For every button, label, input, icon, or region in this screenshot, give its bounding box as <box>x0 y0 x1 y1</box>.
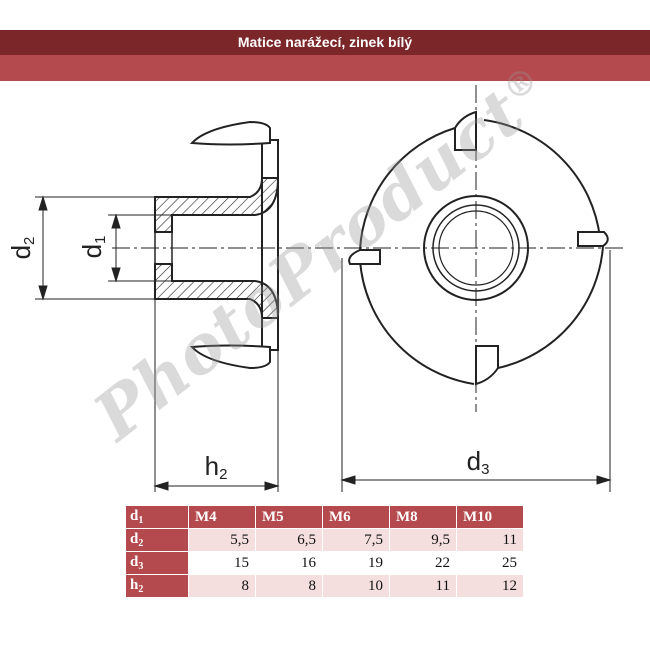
label-d2: d2 <box>6 237 38 260</box>
prong-top <box>189 120 271 146</box>
table-row: h2 8 8 10 11 12 <box>125 574 524 598</box>
table-cell: 25 <box>456 551 524 575</box>
table-cell: 8 <box>188 574 256 598</box>
table-row-label: d3 <box>125 551 189 575</box>
prong-tab-left <box>348 249 381 265</box>
table-cell: 19 <box>322 551 390 575</box>
table-cell: 11 <box>389 574 457 598</box>
table-row: d3 15 16 19 22 25 <box>125 551 524 575</box>
dimension-h2 <box>153 299 280 492</box>
hub-outer-ring <box>423 195 529 301</box>
table-cell: 5,5 <box>188 528 256 552</box>
table-header-cell: M4 <box>188 505 256 529</box>
accent-band <box>0 55 650 81</box>
table-cell: 8 <box>255 574 323 598</box>
table-row-label: h2 <box>125 574 189 598</box>
prong-tab-bottom <box>475 345 499 386</box>
table-cell: 12 <box>456 574 524 598</box>
table-header-cell: M10 <box>456 505 524 529</box>
table-row: d2 5,5 6,5 7,5 9,5 11 <box>125 528 524 552</box>
table-header-row: d1 M4 M5 M6 M8 M10 <box>125 505 524 529</box>
table-cell: 7,5 <box>322 528 390 552</box>
dimension-d3 <box>340 250 612 492</box>
table-cell: 6,5 <box>255 528 323 552</box>
outer-rim-bottom-right <box>497 245 604 369</box>
table-header-cell: M5 <box>255 505 323 529</box>
prong-tab-right <box>577 231 609 247</box>
dimension-table: d1 M4 M5 M6 M8 M10 d2 5,5 6,5 7,5 9,5 11… <box>125 505 524 598</box>
title-band: Matice narážecí, zinek bílý <box>0 30 650 55</box>
outer-rim-top-right <box>483 119 601 239</box>
dimension-d1 <box>108 213 172 283</box>
label-h2: h2 <box>205 451 228 483</box>
label-d3: d3 <box>467 446 490 478</box>
outer-rim-top-left <box>359 127 456 251</box>
prong-tab-top <box>454 110 477 151</box>
table-header-label: d1 <box>125 505 189 529</box>
table-cell: 11 <box>456 528 524 552</box>
table-cell: 22 <box>389 551 457 575</box>
table-cell: 10 <box>322 574 390 598</box>
label-d1: d1 <box>77 236 109 259</box>
front-view <box>348 110 609 386</box>
barrel-wall-bottom <box>154 263 280 319</box>
table-row-label: d2 <box>125 528 189 552</box>
side-view <box>154 120 280 370</box>
table-header-cell: M6 <box>322 505 390 529</box>
dimension-d2 <box>35 195 155 301</box>
table-cell: 16 <box>255 551 323 575</box>
barrel-wall-top <box>154 177 280 233</box>
table-cell: 9,5 <box>389 528 457 552</box>
table-header-cell: M8 <box>389 505 457 529</box>
prong-bottom <box>189 344 271 370</box>
table-cell: 15 <box>188 551 256 575</box>
bore-ring <box>438 210 514 286</box>
page-title: Matice narážecí, zinek bílý <box>237 34 413 50</box>
hub-inner-ring <box>432 204 520 292</box>
outer-rim-bottom-left <box>359 259 475 385</box>
